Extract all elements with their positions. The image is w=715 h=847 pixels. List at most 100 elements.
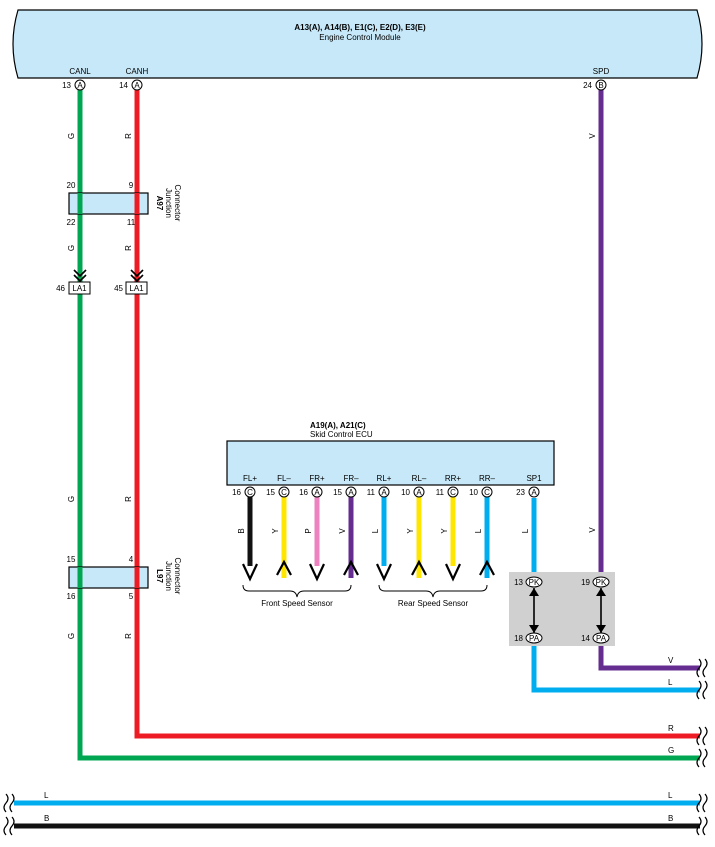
junction-l97-name-1: Junction xyxy=(164,561,173,591)
wire-code-a97-g: G xyxy=(67,245,76,251)
skid-pin-label-fr-minus: FR– xyxy=(343,474,359,483)
wire-code-fl-minus: Y xyxy=(271,528,280,534)
la1-label-g: LA1 xyxy=(72,284,87,293)
skid-connector-rr-plus xyxy=(447,486,459,498)
skid-connector-fl-minus xyxy=(278,486,290,498)
junction-l97-pin-in-g: 15 xyxy=(67,555,76,564)
wire-break-icon xyxy=(696,748,702,768)
ecm-pin-label-spd: SPD xyxy=(593,67,610,76)
splice-conn-pk-sp1: PK xyxy=(529,578,540,587)
skid-ecu-name: Skid Control ECU xyxy=(310,430,373,439)
front-sensor-brace xyxy=(242,584,352,598)
wire-break-icon xyxy=(702,658,708,678)
ecm-connector-letter-canl: A xyxy=(77,81,83,90)
junction-a97-pin-out-r: 11 xyxy=(127,218,136,227)
splice-pin-pa-sp1: 18 xyxy=(514,634,523,643)
la1-chevron-r-2 xyxy=(130,274,144,283)
junction-l97-pin-in-r: 4 xyxy=(129,555,134,564)
ecm-connector-spd xyxy=(595,79,607,91)
ecm-pin-number-canh: 14 xyxy=(119,81,128,90)
ecm-connector-letter-spd: B xyxy=(598,81,603,90)
skid-pin-label-rl-plus: RL+ xyxy=(377,474,392,483)
wire-code-rl-minus: Y xyxy=(406,528,415,534)
skid-connector-letter-rl-minus: A xyxy=(416,488,422,497)
skid-pin-label-rl-minus: RL– xyxy=(412,474,427,483)
splice-connector-pa-sp1 xyxy=(525,632,543,644)
ecm-connector-canl xyxy=(74,79,86,91)
wires xyxy=(14,88,700,829)
bus-wire-code-l-left: L xyxy=(44,791,49,800)
skid-pin-label-rr-minus: RR– xyxy=(479,474,496,483)
splice-arrow-sp1-up xyxy=(529,588,539,596)
skid-connector-rl-minus xyxy=(413,486,425,498)
wire-break-icon xyxy=(696,680,702,700)
skid-connector-letter-rr-minus: C xyxy=(484,488,490,497)
skid-connector-fr-minus xyxy=(345,486,357,498)
skid-pin-number-rl-minus: 10 xyxy=(401,488,410,497)
junction-a97-pin-in-r: 9 xyxy=(129,181,134,190)
junction-l97-pin-out-r: 5 xyxy=(129,592,134,601)
wire-break-marks xyxy=(3,658,708,836)
junction-connector-a97: 20 9 22 11 A97 Junction Connector xyxy=(67,181,182,227)
la1-chevron-g-1 xyxy=(73,269,87,278)
splice-arrow-sp1-down xyxy=(529,625,539,633)
skid-pin-number-fr-plus: 16 xyxy=(299,488,308,497)
la1-connectors: 46 LA1 45 LA1 xyxy=(56,269,148,295)
wire-break-icon xyxy=(702,680,708,700)
arrow-up-icon xyxy=(411,559,427,576)
skid-pin-label-fl-minus: FL– xyxy=(277,474,291,483)
junction-l97-label: L97 xyxy=(155,569,164,583)
junction-a97-box xyxy=(68,192,149,215)
la1-chevron-r-1 xyxy=(130,269,144,278)
wire-code-l97-r: R xyxy=(124,633,133,639)
skid-pin-number-fl-minus: 15 xyxy=(266,488,275,497)
wire-code-fr-minus: V xyxy=(338,528,347,534)
arrow-down-icon xyxy=(309,563,325,582)
rear-sensor-brace xyxy=(378,584,488,598)
skid-connector-letter-fr-plus: A xyxy=(314,488,320,497)
wire-canh xyxy=(134,88,700,739)
wire-code-spd-lower: V xyxy=(588,527,597,533)
skid-pin-number-fl-plus: 16 xyxy=(232,488,241,497)
wire-code-l97-g: G xyxy=(67,633,76,639)
arrow-up-icon xyxy=(343,559,359,576)
splice-connector-pk-spd xyxy=(592,576,610,588)
ecm-name: Engine Control Module xyxy=(319,33,401,42)
arrow-up-icon xyxy=(276,559,292,576)
exit-wire-code-g: G xyxy=(668,746,674,755)
junction-l97-name-2: Connector xyxy=(173,558,182,595)
splice-conn-pk-spd: PK xyxy=(596,578,607,587)
wire-break-icon xyxy=(3,793,9,813)
arrow-up-icon xyxy=(479,559,495,576)
junction-connector-l97: 15 4 16 5 L97 Junction Connector xyxy=(67,555,182,601)
ecm-connector-canh xyxy=(131,79,143,91)
arrow-down-icon xyxy=(242,563,258,582)
arrow-down-icon xyxy=(376,563,392,582)
skid-pin-label-sp1: SP1 xyxy=(526,474,542,483)
ecm-pin-number-spd: 24 xyxy=(583,81,592,90)
la1-connector-g xyxy=(68,281,91,295)
splice-conn-pa-spd: PA xyxy=(596,634,607,643)
junction-a97-pin-out-g: 22 xyxy=(67,218,76,227)
skid-connector-sp1 xyxy=(528,486,540,498)
wire-code-canh-top: R xyxy=(124,133,133,139)
ecm-pin-number-canl: 13 xyxy=(62,81,71,90)
splice-pin-pa-spd: 14 xyxy=(581,634,590,643)
la1-connector-r xyxy=(125,281,148,295)
splice-pin-pk-spd: 19 xyxy=(581,578,590,587)
wire-break-icon xyxy=(9,816,15,836)
junction-a97-pin-in-g: 20 xyxy=(67,181,76,190)
splice-arrow-spd-up xyxy=(596,588,606,596)
wire-break-icon xyxy=(702,816,708,836)
skid-pin-label-fl-plus: FL+ xyxy=(243,474,257,483)
ecm-title: A13(A), A14(B), E1(C), E2(D), E3(E) xyxy=(294,23,426,32)
exit-wire-labels: V L R G L L B B xyxy=(44,656,674,823)
wire-code-a97-r: R xyxy=(124,245,133,251)
wire-code-middle-r: R xyxy=(124,496,133,502)
skid-pin-number-sp1: 23 xyxy=(516,488,525,497)
wire-code-rr-minus: L xyxy=(474,528,483,533)
wire-break-icon xyxy=(696,726,702,746)
skid-connector-rr-minus xyxy=(481,486,493,498)
splice-pin-pk-sp1: 13 xyxy=(514,578,523,587)
